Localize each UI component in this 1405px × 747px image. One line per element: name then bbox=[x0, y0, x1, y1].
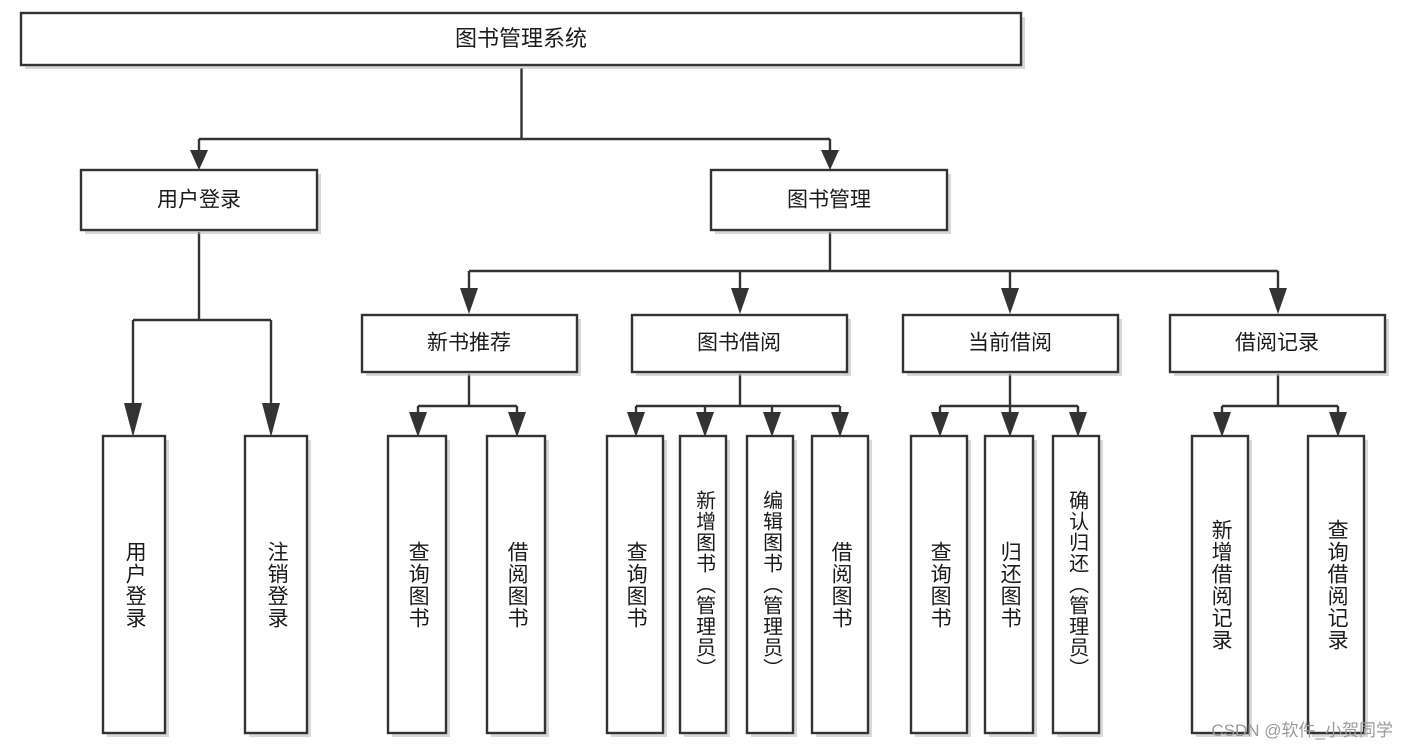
borrow-records-label: 借阅记录 bbox=[1235, 332, 1319, 355]
leaf-rect-logout[interactable] bbox=[243, 434, 309, 735]
arrowhead-bb-leaf3 bbox=[763, 412, 781, 437]
connector-group bbox=[124, 68, 1347, 437]
arrowhead-bb-leaf1 bbox=[627, 412, 645, 437]
leaf-rect-cb-confirm-return[interactable] bbox=[1051, 434, 1101, 735]
arrowhead-bookmgmt bbox=[821, 150, 839, 170]
arrowhead-logout-leaf bbox=[262, 403, 280, 437]
new-book-rect bbox=[360, 313, 579, 374]
arrowhead-nb-leaf2 bbox=[508, 412, 526, 437]
node-book-borrow[interactable]: 图书借阅 bbox=[630, 313, 851, 376]
book-management-label: 图书管理 bbox=[787, 189, 871, 212]
arrowhead-bb-leaf4 bbox=[831, 412, 849, 437]
book-borrow-rect bbox=[630, 313, 849, 374]
node-root[interactable]: 图书管理系统 bbox=[19, 11, 1025, 69]
leaf-rect-cb-query-book[interactable] bbox=[909, 434, 969, 735]
arrowhead-new-book bbox=[460, 288, 478, 314]
node-book-management[interactable]: 图书管理 bbox=[709, 168, 951, 234]
node-borrow-records[interactable]: 借阅记录 bbox=[1168, 313, 1389, 376]
leaf-rect-nb-borrow-book[interactable] bbox=[485, 434, 547, 735]
arrowhead-cb-leaf1 bbox=[931, 412, 949, 437]
arrowhead-bb-leaf2 bbox=[696, 412, 714, 437]
leaf-box-group bbox=[101, 434, 1368, 737]
node-user-login[interactable]: 用户登录 bbox=[79, 168, 321, 234]
arrowhead-br-leaf2 bbox=[1329, 412, 1347, 437]
leaf-rect-br-query-record[interactable] bbox=[1306, 434, 1366, 735]
arrowhead-br-leaf1 bbox=[1213, 412, 1231, 437]
leaf-rect-user-login[interactable] bbox=[101, 434, 167, 735]
leaf-rect-bb-edit-book[interactable] bbox=[745, 434, 795, 735]
leaf-rect-br-add-record[interactable] bbox=[1190, 434, 1250, 735]
leaf-rect-nb-query-book[interactable] bbox=[386, 434, 448, 735]
csdn-watermark: CSDN @软件_小贺同学 bbox=[1211, 721, 1393, 740]
user-login-label: 用户登录 bbox=[157, 189, 241, 212]
arrowhead-borrow-record bbox=[1269, 288, 1287, 314]
arrowhead-nb-leaf1 bbox=[409, 412, 427, 437]
leaf-rect-cb-return-book[interactable] bbox=[983, 434, 1035, 735]
user-login-rect bbox=[79, 168, 319, 232]
current-borrow-rect bbox=[901, 313, 1120, 374]
arrowhead-borrow-book bbox=[731, 288, 749, 314]
leaf-rect-bb-borrow-book[interactable] bbox=[810, 434, 870, 735]
node-current-borrow[interactable]: 当前借阅 bbox=[901, 313, 1122, 376]
arrowhead-user-login-leaf bbox=[124, 403, 142, 437]
book-management-rect bbox=[709, 168, 949, 232]
arrowhead-login bbox=[190, 150, 208, 170]
current-borrow-label: 当前借阅 bbox=[968, 332, 1052, 355]
new-book-label: 新书推荐 bbox=[427, 332, 511, 355]
arrowhead-current-borrow bbox=[1001, 288, 1019, 314]
book-borrow-label: 图书借阅 bbox=[697, 332, 781, 355]
leaf-rect-bb-query-book[interactable] bbox=[605, 434, 665, 735]
node-new-book-recommend[interactable]: 新书推荐 bbox=[360, 313, 581, 376]
root-label: 图书管理系统 bbox=[455, 26, 587, 51]
root-rect bbox=[19, 11, 1023, 67]
arrowhead-cb-leaf3 bbox=[1069, 412, 1087, 437]
leaf-rect-bb-add-book[interactable] bbox=[678, 434, 728, 735]
borrow-records-rect bbox=[1168, 313, 1387, 374]
arrowhead-cb-leaf2 bbox=[1001, 412, 1019, 437]
